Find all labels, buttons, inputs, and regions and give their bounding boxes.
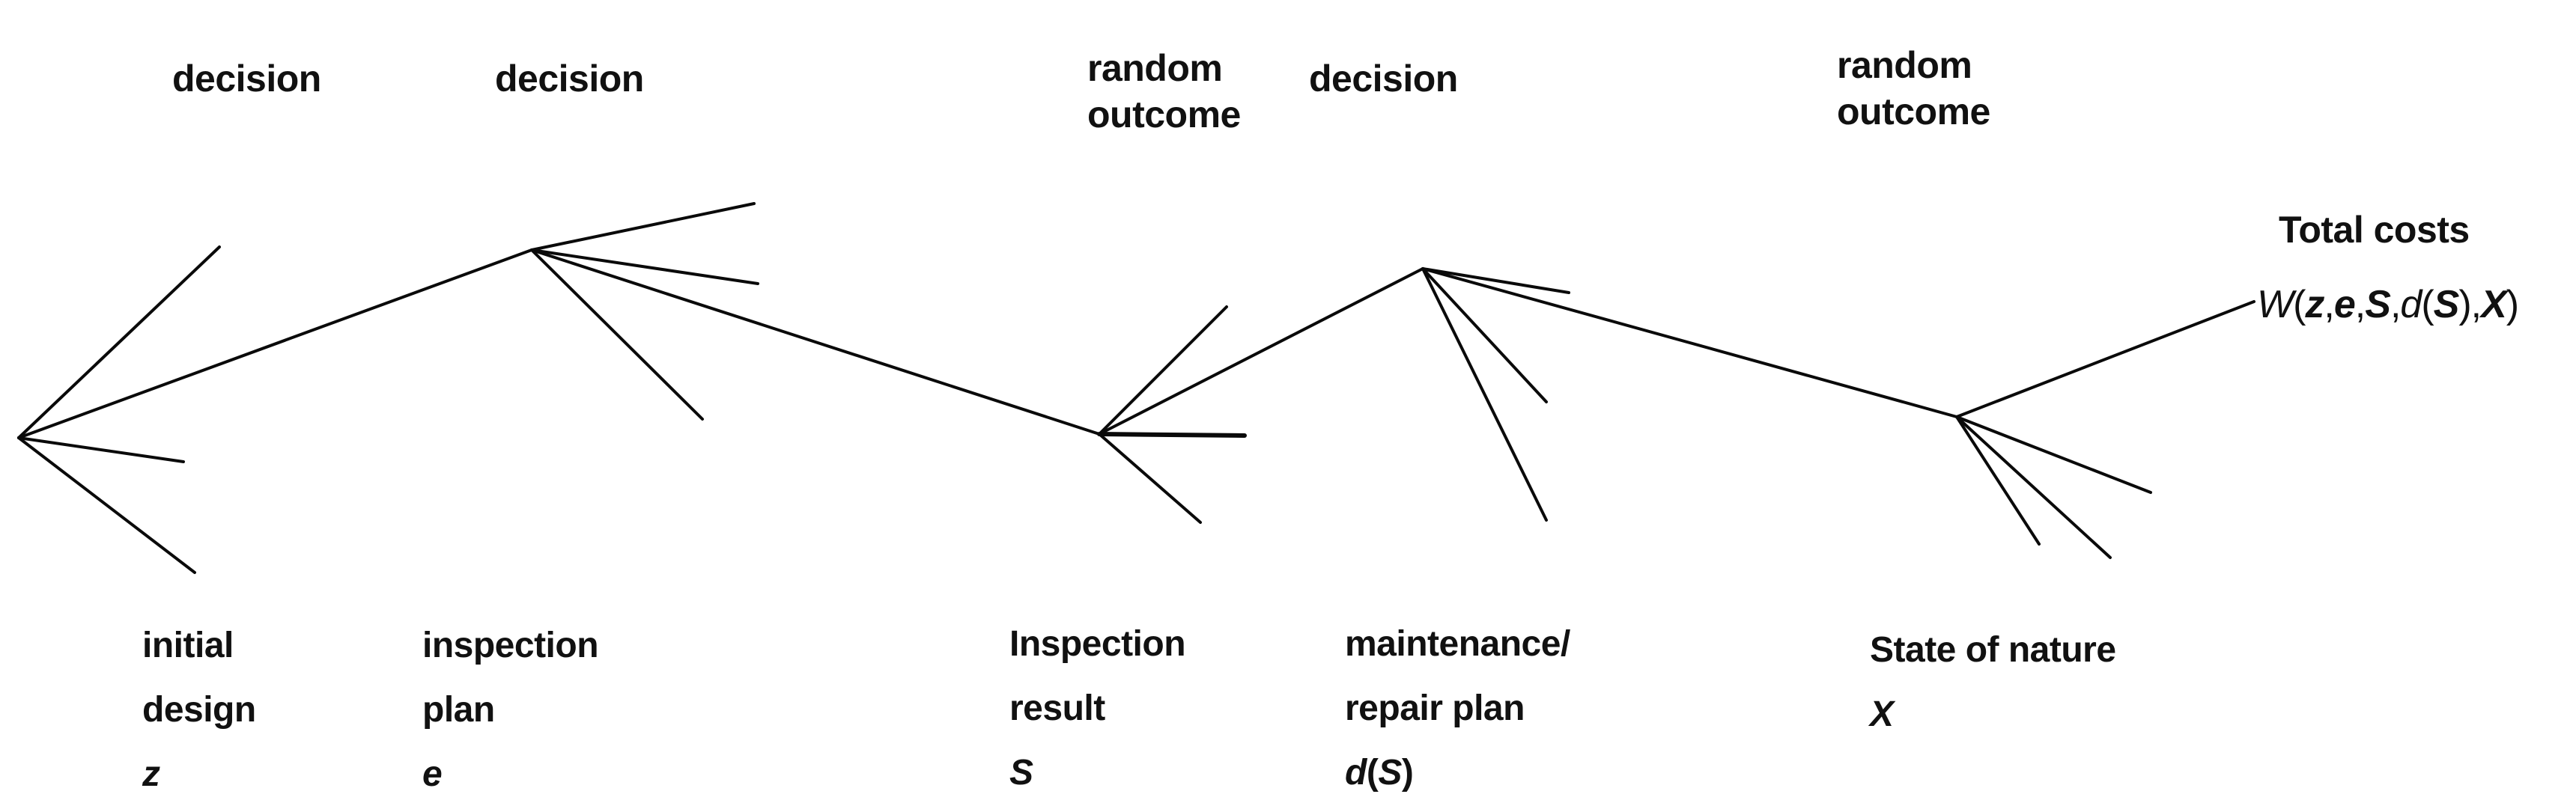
formula-segment: ( (2421, 283, 2434, 326)
formula-segment: , (2390, 283, 2401, 326)
formula-segment: z (2305, 283, 2324, 326)
node-initial-design-branch (17, 245, 221, 439)
formula-segment: X (2481, 283, 2507, 326)
node-inspection-plan-branch (530, 248, 704, 421)
node-inspection-result-branch (1097, 432, 1247, 438)
stage-type-random-outcome-2-line: random (1837, 44, 1972, 86)
formula-segment: S (1378, 753, 1402, 793)
formula-segment: z (142, 754, 160, 794)
stage-type-decision-3-line: decision (1309, 58, 1458, 100)
label-initial-design-line: z (142, 742, 256, 806)
node-state-of-nature-branch (1955, 415, 2041, 546)
stage-type-decision-1-line: decision (172, 58, 321, 100)
stage-type-random-outcome-1-line: random (1087, 47, 1223, 89)
label-maintenance-repair-plan-line: repair plan (1345, 677, 1570, 741)
formula-segment: S (1009, 753, 1033, 793)
formula-segment: Inspection (1009, 624, 1186, 664)
formula-segment: design (142, 690, 256, 730)
label-inspection-result-line: Inspection (1009, 612, 1186, 677)
formula-segment: , (2470, 283, 2482, 326)
formula-segment: W (2257, 283, 2294, 326)
stage-type-random-outcome-1: random outcome (1087, 45, 1241, 138)
label-initial-design-line: design (142, 678, 256, 742)
formula-segment: ) (1401, 753, 1414, 793)
formula-segment: ) (2506, 283, 2519, 326)
node-inspection-result-branch (1098, 305, 1228, 436)
formula-segment: initial (142, 626, 234, 665)
label-inspection-result-line: result (1009, 677, 1185, 741)
stage-type-decision-2-line: decision (495, 58, 644, 100)
formula-segment: , (2324, 283, 2334, 326)
formula-segment: plan (422, 690, 495, 730)
label-initial-design: initial design z (142, 614, 256, 806)
formula-segment: ( (2293, 283, 2306, 326)
formula-segment: d (2400, 283, 2422, 326)
stage-type-random-outcome-1-line: outcome (1087, 94, 1241, 135)
tree-edge-node-inspection-result-to-node-maintenance-repair (1098, 267, 1424, 436)
node-initial-design-branch (17, 436, 185, 463)
formula-segment: ( (1366, 753, 1379, 793)
label-inspection-result-line: S (1009, 741, 1185, 805)
total-costs-formula: W(z,e,S,d(S),X) (2257, 283, 2519, 326)
label-maintenance-repair-plan: maintenance/repair plan d(S) (1345, 612, 1570, 805)
stage-type-random-outcome-2: random outcome (1837, 42, 1990, 135)
stage-type-random-outcome-2-line: outcome (1837, 91, 1990, 132)
tree-edge-node-inspection-plan-to-node-inspection-result (530, 248, 1101, 436)
node-inspection-plan-branch (530, 248, 759, 285)
formula-segment: inspection (422, 626, 599, 665)
label-inspection-plan: inspection plan e (422, 614, 599, 806)
formula-segment: X (1870, 694, 1894, 734)
stage-type-decision-2: decision (495, 55, 644, 102)
node-initial-design-branch (17, 436, 196, 574)
label-state-of-nature-line: State of nature (1870, 618, 2116, 683)
node-maintenance-repair-branch (1421, 267, 1548, 522)
label-inspection-plan-line: plan (422, 678, 598, 742)
formula-segment: State of nature (1870, 630, 2116, 670)
formula-segment: repair plan (1345, 689, 1525, 728)
total-costs-label: Total costs (2279, 209, 2470, 251)
formula-segment: e (2333, 283, 2356, 326)
node-maintenance-repair-branch (1421, 267, 1570, 294)
node-state-of-nature-branch (1955, 415, 2112, 559)
formula-segment: S (2365, 283, 2391, 326)
node-inspection-plan-branch (530, 202, 756, 251)
formula-segment: result (1009, 689, 1105, 728)
label-initial-design-line: initial (142, 614, 256, 678)
formula-segment: d (1345, 753, 1367, 793)
stage-type-decision-1: decision (172, 55, 321, 102)
label-inspection-plan-line: inspection (422, 614, 599, 678)
node-maintenance-repair-branch (1421, 267, 1548, 403)
formula-segment: , (2354, 283, 2366, 326)
tree-edge-node-maintenance-repair-to-node-state-of-nature (1421, 267, 1958, 418)
label-inspection-plan-line: e (422, 742, 598, 806)
tree-edge-node-initial-design-to-node-inspection-plan (17, 248, 533, 439)
stage-type-decision-3: decision (1309, 55, 1458, 102)
label-maintenance-repair-plan-line: maintenance/ (1345, 612, 1570, 677)
node-state-of-nature-branch (1955, 415, 2152, 494)
label-maintenance-repair-plan-line: d(S) (1345, 741, 1570, 805)
formula-segment: S (2433, 283, 2460, 326)
formula-segment: maintenance/ (1345, 624, 1570, 664)
edge-to-total-costs (1955, 300, 2255, 418)
node-inspection-result-branch (1098, 433, 1202, 524)
formula-segment: ) (2458, 283, 2471, 326)
formula-segment: e (422, 754, 443, 794)
label-state-of-nature-line: X (1870, 683, 2116, 747)
